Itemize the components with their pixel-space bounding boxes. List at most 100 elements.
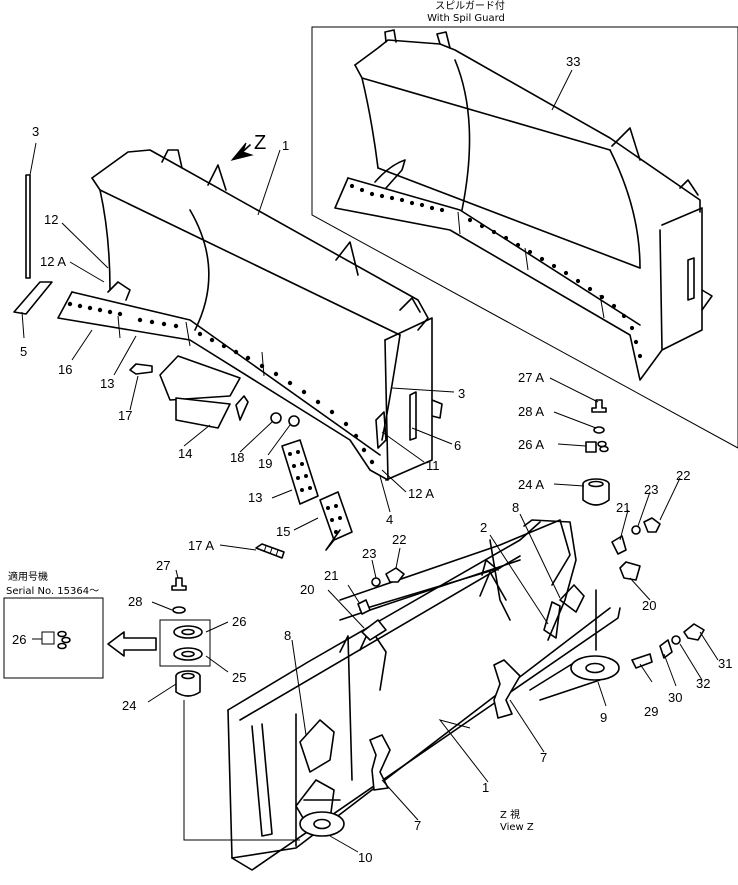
- bracket-7-left: [369, 734, 391, 791]
- label-28a: 28 A: [518, 404, 544, 419]
- label-26-serial: 26: [12, 632, 26, 647]
- serial-box: 適用号機 Serial No. 15364～ 26: [3, 570, 104, 679]
- label-8-left: 8: [284, 628, 291, 643]
- label-15: 15: [276, 524, 290, 539]
- inset-frame: [311, 26, 738, 449]
- label-12a-right: 12 A: [408, 486, 434, 501]
- loose-parts-top: [13, 174, 353, 559]
- label-16: 16: [58, 362, 72, 377]
- label-13-mid: 13: [248, 490, 262, 505]
- label-27a: 27 A: [518, 370, 544, 385]
- inset-caption-en: With Spil Guard: [427, 13, 505, 24]
- label-1-bottom: 1: [482, 780, 489, 795]
- label-21-left: 21: [324, 568, 338, 583]
- spill-guard-inset: スピルガード付 With Spil Guard: [311, 0, 738, 449]
- part-17-bolt: [129, 363, 153, 375]
- serial-caption-en: Serial No. 15364～: [6, 586, 99, 597]
- view-z-caption-en: View Z: [500, 822, 534, 833]
- label-4: 4: [386, 512, 393, 527]
- label-22-left: 22: [392, 532, 406, 547]
- label-31: 31: [718, 656, 732, 671]
- serial-caption-jp: 適用号機: [8, 570, 48, 583]
- label-26a: 26 A: [518, 437, 544, 452]
- label-3-top: 3: [32, 124, 39, 139]
- part-22-bolt: [643, 517, 661, 533]
- part-3-strip: [25, 174, 31, 279]
- label-19: 19: [258, 456, 272, 471]
- label-23-left: 23: [362, 546, 376, 561]
- part-22b-bolt: [385, 567, 405, 583]
- part-21b-pin: [357, 599, 371, 615]
- label-18: 18: [230, 450, 244, 465]
- arrow-left-icon: [107, 631, 157, 657]
- part-labels: 3 1 12 12 A 5 16 13 17 14 18 19 13 15 17…: [20, 124, 732, 865]
- label-6: 6: [454, 438, 461, 453]
- label-17: 17: [118, 408, 132, 423]
- part-28a-washer: [593, 426, 605, 434]
- label-32: 32: [696, 676, 710, 691]
- loose-parts-bottom: [107, 399, 705, 841]
- part-21-pin: [611, 535, 627, 555]
- label-1-top: 1: [282, 138, 289, 153]
- part-27-bolt: [171, 577, 187, 591]
- label-11: 11: [426, 458, 440, 473]
- label-7-right: 7: [540, 750, 547, 765]
- view-z-arrow: Z: [230, 132, 266, 161]
- part-31-bolt: [683, 623, 705, 641]
- part-27a-bolt: [591, 399, 607, 413]
- part-32-washer: [671, 635, 681, 645]
- label-24a: 24 A: [518, 477, 544, 492]
- part-17a-bolt: [255, 543, 285, 559]
- label-7-left: 7: [414, 818, 421, 833]
- label-23-right: 23: [644, 482, 658, 497]
- serial-box-frame: [3, 597, 104, 679]
- label-8-right: 8: [512, 500, 519, 515]
- leader-lines: [21, 142, 719, 853]
- label-27: 27: [156, 558, 170, 573]
- label-13-left: 13: [100, 376, 114, 391]
- view-z-caption-jp: Z 視: [500, 808, 520, 821]
- label-22-right: 22: [676, 468, 690, 483]
- part-28-washer: [172, 606, 186, 614]
- part-14-plate: [159, 355, 241, 401]
- label-20-left: 20: [300, 582, 314, 597]
- main-blade-drawing: [57, 149, 443, 481]
- label-26: 26: [232, 614, 246, 629]
- label-21-right: 21: [616, 500, 630, 515]
- label-5: 5: [20, 344, 27, 359]
- label-33: 33: [566, 54, 580, 69]
- label-12a-left: 12 A: [40, 254, 66, 269]
- part-18-nut: [270, 412, 282, 424]
- label-3-right: 3: [458, 386, 465, 401]
- label-25: 25: [232, 670, 246, 685]
- label-24: 24: [122, 698, 136, 713]
- part-19-nut: [288, 415, 300, 427]
- label-17a: 17 A: [188, 538, 214, 553]
- spill-guard-blade-drawing: [334, 29, 713, 381]
- part-20b-pin: [361, 619, 387, 641]
- part-30-washer: [659, 639, 673, 659]
- label-14: 14: [178, 446, 192, 461]
- part-13-plate: [281, 439, 319, 505]
- part-26-box: [159, 619, 211, 667]
- part-23b-washer: [371, 577, 381, 587]
- frame-view-z-drawing: [227, 519, 621, 871]
- label-10: 10: [358, 850, 372, 865]
- label-20-right: 20: [642, 598, 656, 613]
- part-5-wedge: [13, 281, 53, 315]
- label-30: 30: [668, 690, 682, 705]
- label-9: 9: [600, 710, 607, 725]
- label-29: 29: [644, 704, 658, 719]
- inset-caption-jp: スピルガード付: [435, 0, 505, 12]
- part-23-washer: [631, 525, 641, 535]
- label-12: 12: [44, 212, 58, 227]
- part-20-pin: [619, 561, 641, 581]
- label-28: 28: [128, 594, 142, 609]
- bracket-7-right: [493, 659, 521, 719]
- label-2: 2: [480, 520, 487, 535]
- part-15-plate: [319, 491, 353, 541]
- part-29-pin: [631, 653, 653, 669]
- leader-33: [551, 69, 573, 111]
